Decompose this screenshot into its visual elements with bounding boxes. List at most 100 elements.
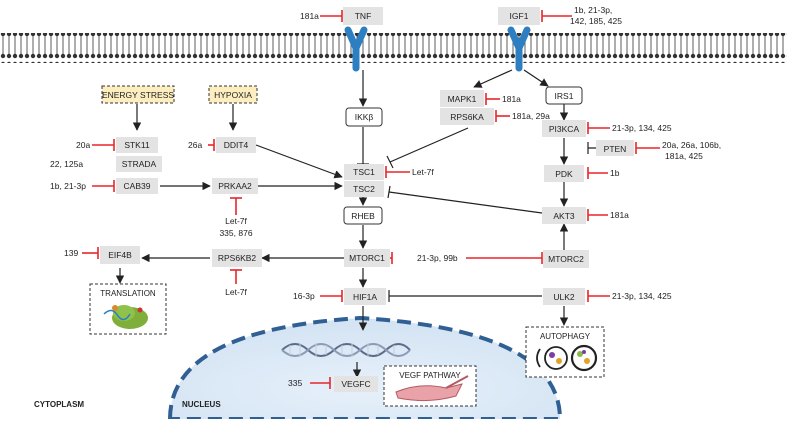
mirna-prkaa2-1: Let-7f bbox=[225, 216, 247, 226]
mirna-labels: 181a 1b, 21-3p, 142, 185, 425 181a 181a,… bbox=[50, 5, 721, 388]
svg-text:MTORC2: MTORC2 bbox=[548, 254, 584, 264]
edge-igf1r-irs1 bbox=[523, 69, 549, 87]
svg-text:TSC2: TSC2 bbox=[353, 184, 375, 194]
node-ulk2: ULK2 bbox=[543, 288, 585, 305]
node-cab39: CAB39 bbox=[116, 178, 158, 194]
svg-text:PDK: PDK bbox=[555, 169, 573, 179]
node-ddit4: DDIT4 bbox=[216, 137, 256, 153]
mirna-rps6ka: 181a, 29a bbox=[512, 111, 550, 121]
mirna-eif4b: 139 bbox=[64, 248, 78, 258]
svg-text:RPS6KB2: RPS6KB2 bbox=[218, 253, 257, 263]
node-stk11: STK11 bbox=[116, 137, 158, 153]
mirna-prkaa2-2: 335, 876 bbox=[219, 228, 252, 238]
vegf-pathway-label: VEGF PATHWAY bbox=[399, 371, 461, 380]
svg-text:ULK2: ULK2 bbox=[553, 292, 575, 302]
tnf-receptor-icon bbox=[344, 26, 368, 72]
nucleus-label: NUCLEUS bbox=[182, 400, 221, 409]
svg-text:AKT3: AKT3 bbox=[553, 211, 575, 221]
mirna-igf1-2: 142, 185, 425 bbox=[570, 16, 622, 26]
autophagosome-icon bbox=[536, 344, 598, 372]
node-irs1: IRS1 bbox=[545, 86, 583, 105]
node-pten: PTEN bbox=[596, 140, 634, 156]
node-mapk1: MAPK1 bbox=[440, 90, 484, 107]
svg-text:MTORC1: MTORC1 bbox=[349, 253, 385, 263]
mirna-akt3: 181a bbox=[610, 210, 629, 220]
mirna-tsc1: Let-7f bbox=[412, 167, 434, 177]
mirna-cab39: 1b, 21-3p bbox=[50, 181, 86, 191]
svg-text:PTEN: PTEN bbox=[604, 144, 627, 154]
svg-text:RHEB: RHEB bbox=[351, 211, 375, 221]
node-energy-stress: ENERGY STRESS bbox=[101, 85, 175, 104]
node-rps6kb2: RPS6KB2 bbox=[212, 249, 262, 267]
node-mtorc2: MTORC2 bbox=[543, 250, 589, 268]
edge-ddit4-tsc1 bbox=[255, 144, 343, 179]
node-akt3: AKT3 bbox=[542, 207, 586, 224]
node-hypoxia: HYPOXIA bbox=[208, 85, 258, 104]
mirna-pdk: 1b bbox=[610, 168, 620, 178]
svg-text:STK11: STK11 bbox=[124, 140, 150, 150]
svg-text:CAB39: CAB39 bbox=[124, 181, 151, 191]
vegf-pathway-box: VEGF PATHWAY bbox=[383, 365, 477, 407]
node-rheb: RHEB bbox=[343, 206, 383, 225]
node-vegfc: VEGFC bbox=[334, 376, 378, 392]
mirna-mtorc1: 21-3p, 99b bbox=[417, 253, 458, 263]
node-strada: STRADA bbox=[116, 156, 162, 172]
node-prkaa2: PRKAA2 bbox=[212, 178, 258, 194]
svg-text:MAPK1: MAPK1 bbox=[448, 94, 477, 104]
igf1-receptor-icon bbox=[507, 26, 531, 72]
svg-text:HYPOXIA: HYPOXIA bbox=[214, 90, 252, 100]
outlined-nodes: IKKβ IRS1 RHEB ENERGY STRESS HYPOXIA bbox=[101, 85, 583, 225]
mirna-pten-2: 181a, 425 bbox=[665, 151, 703, 161]
node-tsc1: TSC1 bbox=[344, 164, 384, 180]
node-igf1: IGF1 bbox=[498, 7, 540, 25]
mirna-rps6kb2: Let-7f bbox=[225, 287, 247, 297]
protein-nodes: TNF IGF1 MAPK1 RPS6KA PI3KCA PTEN PDK AK… bbox=[100, 7, 634, 392]
node-tnf: TNF bbox=[343, 7, 383, 25]
node-eif4b: EIF4B bbox=[100, 246, 140, 264]
dna-icon bbox=[281, 343, 411, 357]
svg-text:IKKβ: IKKβ bbox=[355, 112, 374, 122]
svg-text:ENERGY STRESS: ENERGY STRESS bbox=[102, 90, 174, 100]
svg-text:PRKAA2: PRKAA2 bbox=[218, 181, 252, 191]
translation-box: TRANSLATION bbox=[89, 283, 167, 335]
svg-text:VEGFC: VEGFC bbox=[341, 379, 370, 389]
svg-text:HIF1A: HIF1A bbox=[353, 292, 377, 302]
mirna-igf1-1: 1b, 21-3p, bbox=[574, 5, 612, 15]
svg-text:TNF: TNF bbox=[355, 11, 372, 21]
node-mtorc1: MTORC1 bbox=[344, 249, 390, 267]
node-pdk: PDK bbox=[544, 165, 584, 182]
mirna-hif1a: 16-3p bbox=[293, 291, 315, 301]
mirna-inhibition-edges bbox=[82, 10, 660, 389]
mirna-vegfc: 335 bbox=[288, 378, 302, 388]
node-pi3kca: PI3KCA bbox=[542, 120, 586, 137]
translation-label: TRANSLATION bbox=[100, 289, 156, 298]
svg-text:TSC1: TSC1 bbox=[353, 167, 375, 177]
edge-igf1r-mapk1 bbox=[473, 69, 513, 88]
autophagy-label: AUTOPHAGY bbox=[540, 332, 591, 341]
cell-membrane bbox=[0, 33, 787, 63]
autophagy-box: AUTOPHAGY bbox=[525, 326, 605, 378]
node-hif1a: HIF1A bbox=[344, 288, 386, 305]
blood-vessel-icon bbox=[395, 375, 469, 402]
mirna-strada: 22, 125a bbox=[50, 159, 83, 169]
mirna-pi3kca: 21-3p, 134, 425 bbox=[612, 123, 672, 133]
svg-text:IRS1: IRS1 bbox=[555, 91, 574, 101]
svg-text:EIF4B: EIF4B bbox=[108, 250, 132, 260]
svg-text:STRADA: STRADA bbox=[122, 159, 157, 169]
activation-edges bbox=[115, 69, 569, 389]
ribosome-icon bbox=[103, 305, 148, 329]
node-tsc2: TSC2 bbox=[344, 181, 384, 197]
node-ikkb: IKKβ bbox=[345, 107, 383, 127]
svg-text:RPS6KA: RPS6KA bbox=[450, 112, 484, 122]
svg-text:IGF1: IGF1 bbox=[510, 11, 529, 21]
mirna-mapk1: 181a bbox=[502, 94, 521, 104]
mirna-ddit4: 26a bbox=[188, 140, 202, 150]
svg-text:DDIT4: DDIT4 bbox=[224, 140, 249, 150]
node-rps6ka: RPS6KA bbox=[440, 108, 494, 125]
cytoplasm-label: CYTOPLASM bbox=[34, 400, 84, 409]
nucleus-region bbox=[167, 315, 563, 421]
mirna-ulk2: 21-3p, 134, 425 bbox=[612, 291, 672, 301]
mirna-stk11: 20a bbox=[76, 140, 90, 150]
svg-text:PI3KCA: PI3KCA bbox=[549, 124, 580, 134]
